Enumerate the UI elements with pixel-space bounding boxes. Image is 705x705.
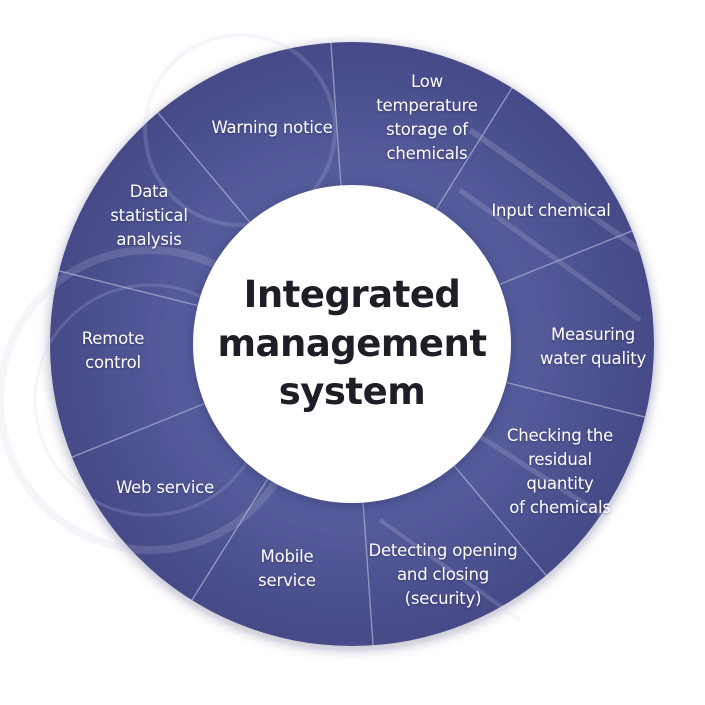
segment-divider [498, 230, 633, 286]
segment-detecting-opening-closing: Detecting opening and closing (security) [368, 541, 518, 608]
segment-divider [58, 270, 199, 307]
segment-divider [71, 402, 206, 458]
segment-divider [435, 87, 513, 211]
segment-divider [362, 501, 374, 646]
segment-divider [191, 477, 269, 601]
segment-warning-notice: Warning notice [211, 118, 333, 138]
segment-web-service: Web service [115, 478, 215, 498]
segment-divider [330, 42, 342, 187]
center-title: Integrated management system [217, 272, 487, 414]
segment-measuring-water-quality: Measuring water quality [539, 325, 647, 368]
segment-remote-control: Remote control [81, 329, 145, 372]
segment-checking-residual-quantity: Checking the residual quantity of chemic… [506, 426, 614, 517]
segment-mobile-service: Mobile service [258, 547, 316, 590]
segment-low-temperature-storage: Low temperature storage of chemicals [376, 72, 478, 163]
segment-divider [157, 112, 251, 224]
segment-input-chemical: Input chemical [491, 201, 611, 221]
segment-data-statistical-analysis: Data statistical analysis [110, 182, 188, 249]
segment-divider [505, 381, 646, 418]
center-circle: Integrated management system [193, 185, 511, 503]
segment-dividers [58, 42, 646, 646]
segment-divider [453, 464, 547, 576]
